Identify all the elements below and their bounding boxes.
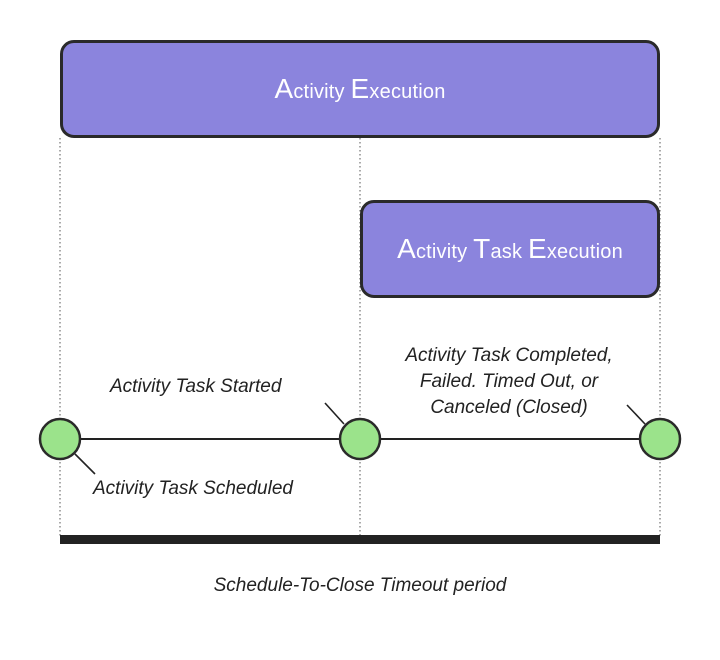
activity-task-execution-label: Activity Task Execution (397, 233, 623, 264)
leader-closed (626, 404, 646, 425)
closed-event-line-3: Canceled (Closed) (430, 397, 588, 418)
timeout-period-label: Schedule-To-Close Timeout period (213, 575, 507, 596)
started-event-label: Activity Task Started (110, 376, 282, 397)
node-closed (638, 417, 682, 461)
activity-execution-box: Activity Execution (60, 40, 660, 138)
closed-event-line-1: Activity Task Completed, (405, 345, 613, 366)
timeout-period-bar (60, 535, 660, 544)
closed-event-label: Activity Task Completed, Failed. Timed O… (380, 343, 638, 421)
leader-started (324, 402, 345, 425)
scheduled-event-label: Activity Task Scheduled (93, 478, 293, 499)
activity-execution-label: Activity Execution (274, 73, 446, 104)
activity-task-execution-box: Activity Task Execution (360, 200, 660, 298)
leader-scheduled (74, 453, 96, 475)
closed-event-line-2: Failed. Timed Out, or (419, 371, 599, 392)
node-started (338, 417, 382, 461)
node-scheduled (38, 417, 82, 461)
